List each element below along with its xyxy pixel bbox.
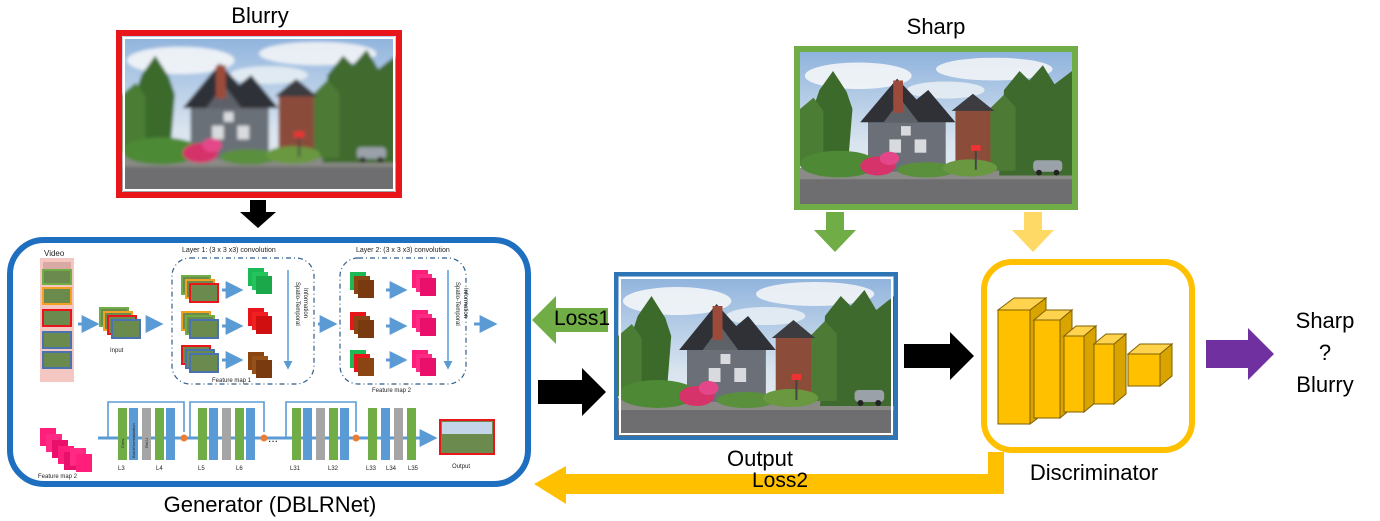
layer-id-L34: L34 xyxy=(386,466,397,472)
yellow-down-arrow xyxy=(1012,212,1054,252)
layer-id-L3: L3 xyxy=(118,466,125,472)
result-question-label: ? xyxy=(1318,340,1332,365)
layer-id-L4: L4 xyxy=(156,466,163,472)
blurry-label: Blurry xyxy=(231,3,289,28)
layer2-title: Layer 2: (3 x 3 x3) convolution xyxy=(356,247,450,254)
network-top xyxy=(40,257,498,385)
layer-id-L31: L31 xyxy=(290,466,301,472)
down-arrow-blurry xyxy=(240,200,276,228)
green-down-arrow xyxy=(814,212,856,252)
information-text-2: Information xyxy=(462,288,468,318)
layer-id-L32: L32 xyxy=(328,466,339,472)
discriminator-box xyxy=(981,259,1195,453)
sharp-label: Sharp xyxy=(906,14,966,39)
generator-box xyxy=(7,237,531,487)
loss2-label: Loss2 xyxy=(751,469,809,492)
network-text: Video Input Layer 1: (3 x 3 x3) convolut… xyxy=(38,247,470,480)
result-blurry-label: Blurry xyxy=(1296,372,1354,397)
relu-text-1: ReLU xyxy=(144,438,149,448)
arrow-output-to-disc xyxy=(904,332,974,380)
sharp-image xyxy=(794,46,1078,210)
output-image xyxy=(614,272,898,440)
result-arrow xyxy=(1206,328,1274,380)
loss1-label: Loss1 xyxy=(554,307,611,330)
discriminator-label: Discriminator xyxy=(1029,460,1159,485)
video-text: Video xyxy=(44,249,65,258)
discriminator-layers xyxy=(996,297,1174,425)
generator-label: Generator (DBLRNet) xyxy=(163,492,377,517)
information-text-1: Information xyxy=(302,288,308,318)
result-sharp-label: Sharp xyxy=(1295,308,1355,333)
conv-text-1: Conv xyxy=(120,439,125,448)
layer-id-L35: L35 xyxy=(408,466,419,472)
loss1-arrow xyxy=(532,296,608,344)
feature-map-2-text: Feature map 2 xyxy=(372,388,412,394)
loss2-arrow xyxy=(534,452,1004,504)
output-label: Output xyxy=(726,446,794,471)
feature-map-2b-text: Feature map 2 xyxy=(38,474,78,480)
bn-text-1: BatchNormalization xyxy=(131,423,136,458)
blurry-image xyxy=(116,30,402,198)
layer1-title: Layer 1: (3 x 3 x3) convolution xyxy=(182,247,276,254)
layer-id-L5: L5 xyxy=(198,466,205,472)
spatio-text-2: Spatio-Temporal xyxy=(454,282,460,326)
arrow-gen-to-output xyxy=(538,368,606,416)
feature-map-1-text: Feature map 1 xyxy=(212,378,252,384)
input-text: Input xyxy=(110,348,124,354)
network-bottom xyxy=(40,401,495,472)
spatio-text-1: Spatio-Temporal xyxy=(294,282,300,326)
network-output-text: Output xyxy=(452,464,470,470)
layer-id-L33: L33 xyxy=(366,466,377,472)
layer-id-L6: L6 xyxy=(236,466,243,472)
ellipsis-text: ... xyxy=(268,431,278,445)
